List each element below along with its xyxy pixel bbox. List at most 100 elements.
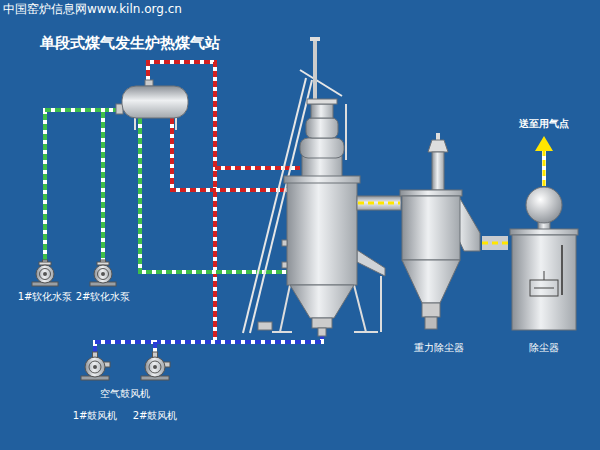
equipment-label: 1#软化水泵: [16, 291, 75, 303]
cyclone-rim: [400, 190, 462, 196]
watermark: 中国窑炉信息网www.kiln.org.cn: [3, 2, 182, 16]
water-pump: 2#软化水泵: [74, 260, 133, 303]
tank-nozzle: [145, 80, 153, 86]
blower-icon: [80, 352, 110, 380]
collector-dome: [526, 187, 562, 223]
vent-stack: [313, 40, 317, 102]
collector-rim: [510, 229, 578, 235]
blower-casing: [85, 357, 105, 377]
equipment-label: 2#软化水泵: [74, 291, 133, 303]
gasifier-nozzle: [282, 240, 287, 246]
steam-pipe: [172, 118, 287, 190]
pipe-connector: [482, 243, 508, 244]
water-pipe: [140, 118, 287, 272]
gas-out-arrowhead: [535, 136, 553, 151]
gas-out-flow: [543, 150, 546, 186]
air-pipe: [155, 334, 322, 342]
cyclone-stand: [425, 317, 437, 329]
tank-leg: [175, 118, 177, 130]
poke-rod: [345, 104, 347, 160]
ash-outlet: [312, 318, 332, 328]
cyclone-body: [402, 196, 460, 260]
pipe-line: [45, 110, 103, 260]
pipe-connector: [45, 110, 103, 260]
blower-hub: [93, 365, 97, 369]
pump-icon: [88, 260, 118, 286]
gas-out-pipe: [542, 150, 546, 186]
flow-label: 送至用气点: [519, 117, 569, 131]
equipment-label: 2#鼓风机: [131, 410, 180, 422]
pipe-line: [482, 242, 508, 245]
pipe-underlay: [482, 236, 508, 250]
hoist-rail: [300, 70, 342, 96]
air-blower: 2#鼓风机: [131, 352, 180, 422]
gas-flow: [358, 202, 400, 205]
pump-hub: [43, 272, 47, 276]
steam-drum: [122, 86, 188, 118]
pump-casing: [94, 265, 112, 283]
collector-handle: [534, 288, 554, 289]
pump-hub: [101, 272, 105, 276]
coal-feeder: [307, 99, 337, 104]
coal-feeder: [306, 118, 338, 138]
coal-feeder: [302, 156, 342, 178]
equipment-label: 除尘器: [508, 342, 580, 354]
pump-icon: [30, 260, 60, 286]
chimney-cap: [428, 140, 448, 152]
ash-outlet: [318, 328, 326, 336]
gasifier-nozzle: [282, 262, 287, 268]
equipment-label: 1#鼓风机: [71, 410, 120, 422]
gasifier-body: [287, 180, 357, 285]
coal-feeder: [300, 138, 344, 158]
air-blower: 1#鼓风机: [71, 352, 120, 422]
steam-pipe: [215, 166, 300, 170]
blower-casing: [145, 357, 165, 377]
collector-body: [512, 235, 576, 330]
gas-duct: [357, 196, 401, 210]
group-label: 空气鼓风机: [100, 387, 150, 401]
water-pump: 1#软化水泵: [16, 260, 75, 303]
dust-collector: 除尘器: [508, 185, 580, 354]
pump-casing: [36, 265, 54, 283]
gasifier-leg: [280, 285, 290, 332]
gasifier-leg: [354, 285, 366, 332]
cyclone-outlet: [422, 303, 440, 317]
collector-handle: [544, 271, 545, 280]
blower-icon: [140, 352, 170, 380]
blower-ring: [89, 361, 101, 373]
blower-ring: [149, 361, 161, 373]
gasifier-base: [272, 331, 292, 333]
blower-hub: [153, 365, 157, 369]
gasifier-bracket: [357, 250, 385, 276]
air-pipe: [155, 334, 322, 342]
collector-icon: [510, 185, 578, 332]
pipe-underlay: [95, 342, 155, 352]
pump-ring: [98, 269, 109, 280]
gasifier-bracket: [380, 276, 382, 332]
pipe-connector: [95, 342, 155, 352]
diagram-title: 单段式煤气发生炉热煤气站: [40, 34, 220, 52]
pipe-line: [95, 342, 155, 352]
vent-cap: [310, 37, 320, 41]
steam-pipe: [215, 166, 300, 170]
water-pipe: [140, 118, 287, 272]
ash-hopper: [290, 285, 354, 318]
gasifier-base: [354, 331, 378, 333]
chimney: [432, 152, 444, 190]
tank-leg: [134, 118, 136, 130]
gravity-dust-collector: 重力除尘器: [396, 185, 482, 354]
coal-feeder: [311, 104, 333, 118]
cyclone-cone: [402, 260, 460, 303]
collector-hatch: [530, 280, 558, 296]
steam-pipe: [172, 118, 287, 190]
gasifier-rim: [284, 176, 360, 183]
pipe-underlay: [45, 110, 103, 260]
ash-valve: [258, 322, 272, 330]
cyclone-icon: [398, 185, 480, 332]
collector-pipe: [561, 245, 563, 295]
equipment-label: 重力除尘器: [396, 342, 482, 354]
pump-ring: [40, 269, 51, 280]
